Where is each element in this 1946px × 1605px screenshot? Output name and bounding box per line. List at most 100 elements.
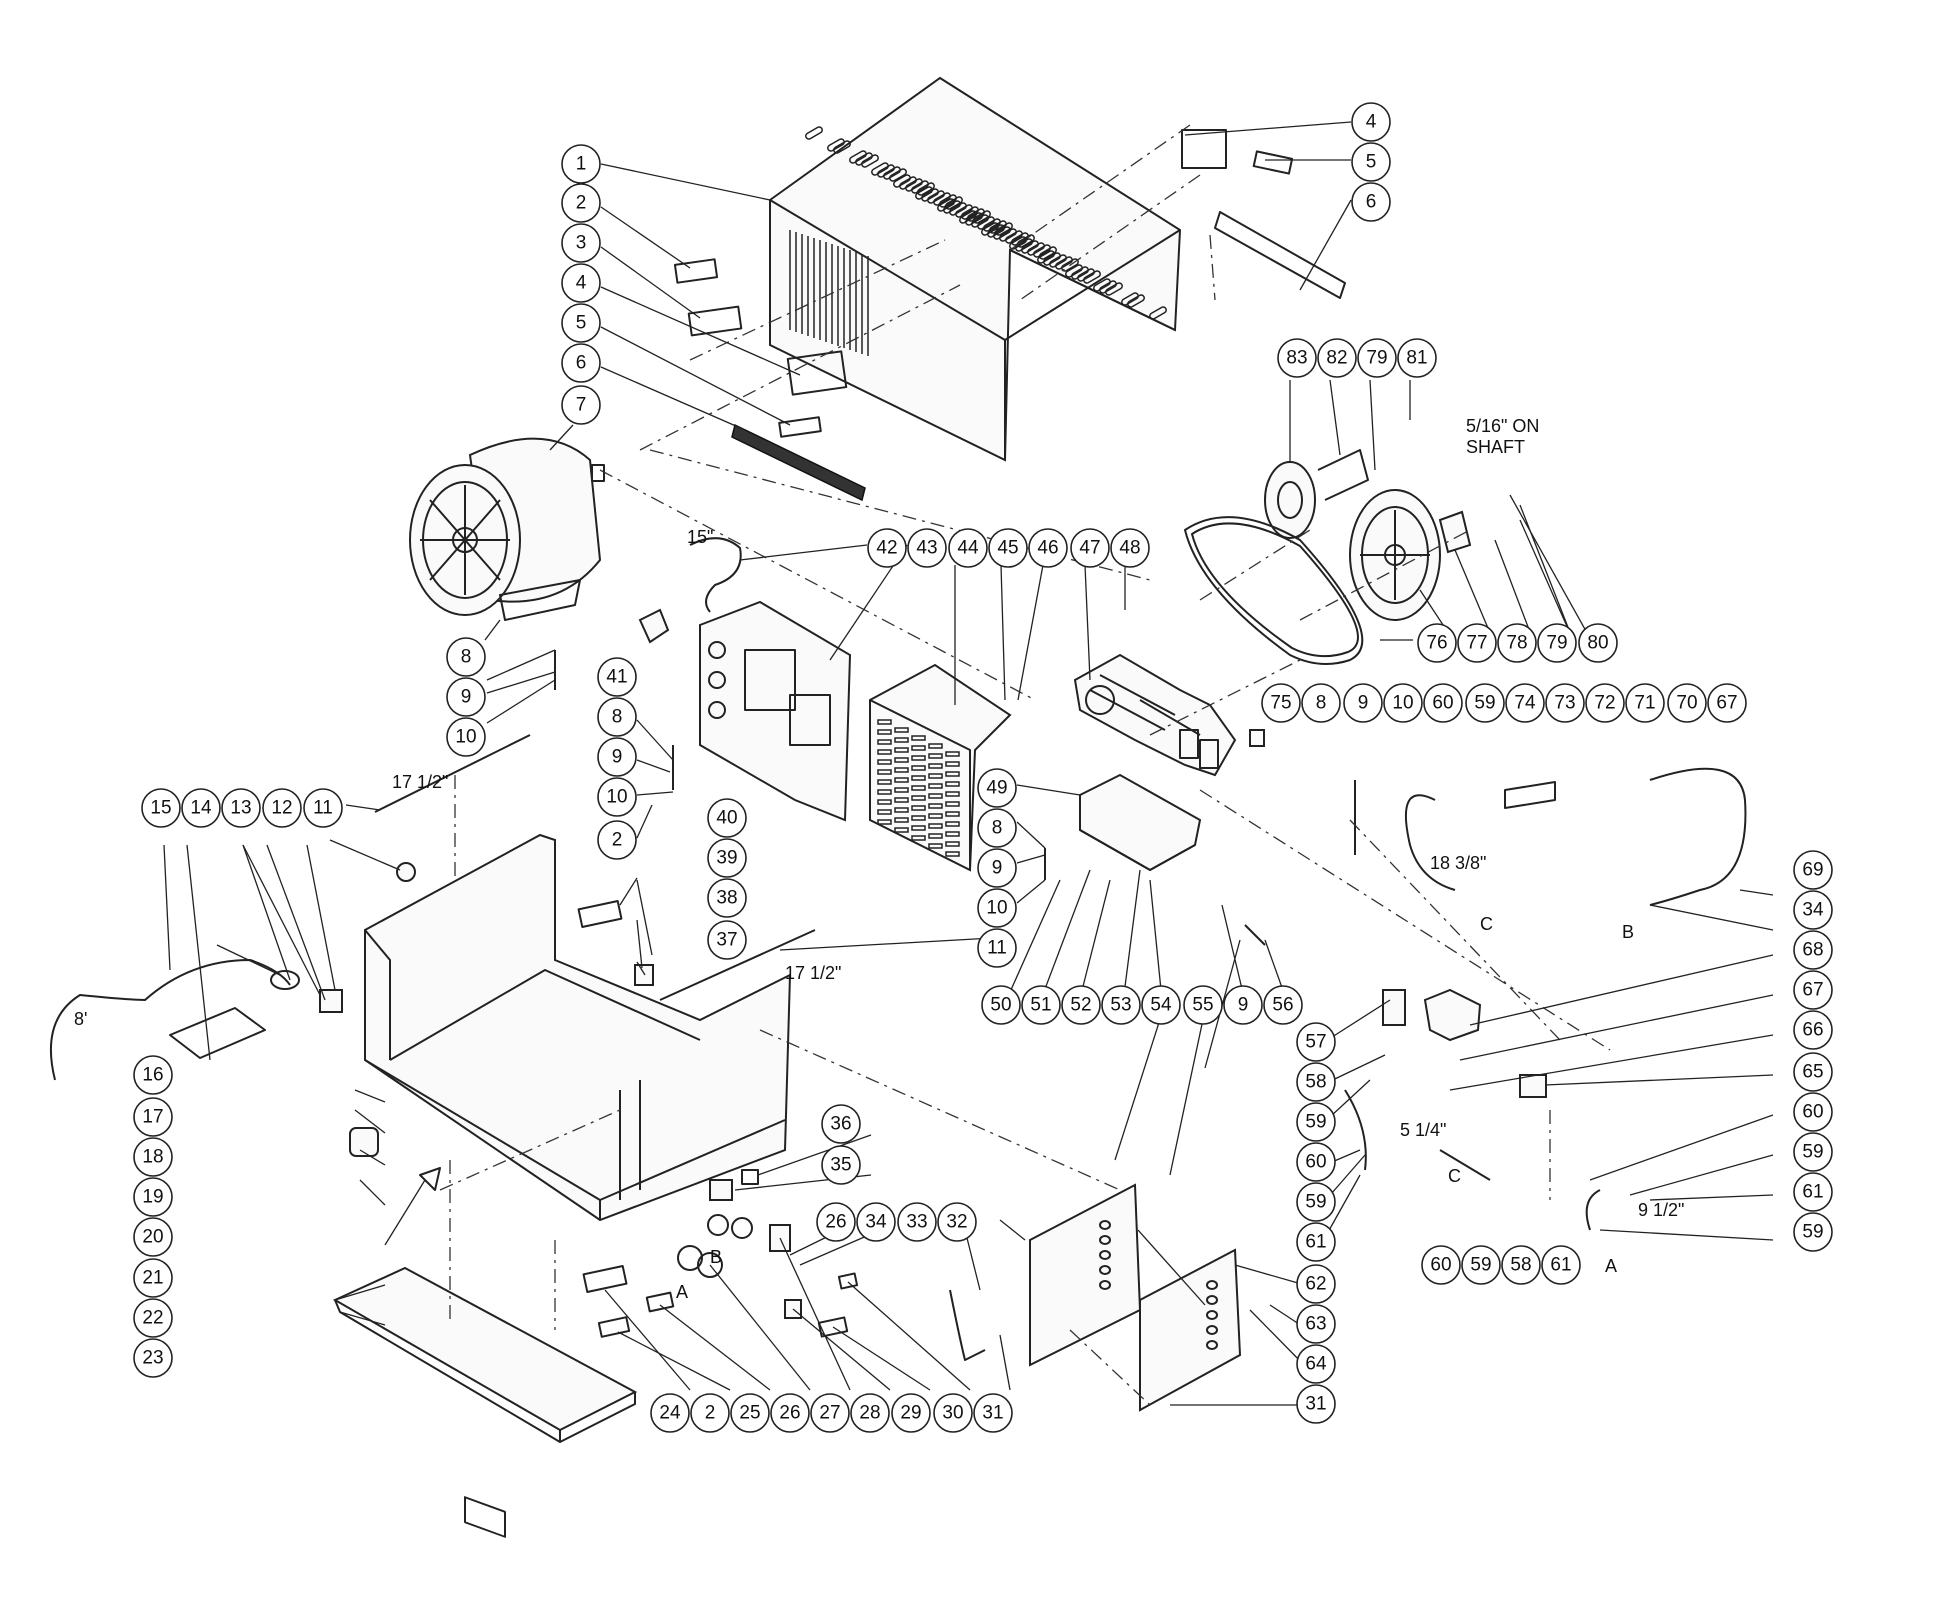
callout-number: 51: [1030, 995, 1051, 1016]
grille-slot: [894, 787, 909, 793]
callout-circle: [303, 788, 343, 828]
callout-number: 29: [900, 1403, 921, 1424]
callout-number: 6: [1366, 192, 1377, 213]
callout-number: 79: [1366, 348, 1387, 369]
callout-number: 61: [1802, 1182, 1823, 1203]
cover-slot: [805, 126, 823, 140]
callout-circle: [1793, 1212, 1833, 1252]
callout-number: 70: [1676, 693, 1697, 714]
callout-16: 16: [133, 1055, 173, 1095]
bottom-plate: [332, 1266, 638, 1538]
callout-circle: [561, 385, 601, 425]
decal-5-back: [1252, 150, 1294, 175]
callout-circle: [937, 1202, 977, 1242]
callout-19: 19: [133, 1177, 173, 1217]
grille-slot: [911, 735, 926, 741]
grille-slot: [894, 827, 909, 833]
switch-35: [709, 1179, 733, 1201]
callout-circle: [1497, 623, 1537, 663]
callout-number: 24: [659, 1403, 681, 1424]
callout-number: 35: [830, 1155, 851, 1176]
panel-port: [1206, 1310, 1218, 1320]
cover-slot: [1021, 240, 1039, 254]
callout-20: 20: [133, 1217, 173, 1257]
grille-slot: [911, 755, 926, 761]
panel-port: [1099, 1265, 1111, 1275]
grille-slot: [945, 791, 960, 797]
grille-slot: [894, 817, 909, 823]
callout-10: 10: [1383, 683, 1423, 723]
callout-circle: [561, 303, 601, 343]
grille-slot: [877, 809, 892, 815]
callout-number: 60: [1432, 693, 1453, 714]
callout-number: 79: [1546, 633, 1567, 654]
grille-slot: [911, 805, 926, 811]
callout-23: 23: [133, 1338, 173, 1378]
callout-60: 60: [1793, 1092, 1833, 1132]
callout-number: 56: [1272, 995, 1293, 1016]
panel-port: [1206, 1280, 1218, 1290]
callout-circle: [988, 528, 1028, 568]
callout-number: 17: [142, 1107, 163, 1128]
callout-number: 16: [142, 1065, 163, 1086]
callout-circle: [1183, 985, 1223, 1025]
callout-circle: [707, 878, 747, 918]
callout-number: 44: [957, 538, 979, 559]
callout-number: 59: [1474, 693, 1495, 714]
panel-port: [1206, 1340, 1218, 1350]
callout-circle: [1667, 683, 1707, 723]
cover-slot: [917, 182, 935, 196]
callout-number: 34: [1802, 900, 1824, 921]
note-len-8ft: 8': [74, 1009, 87, 1029]
grille-slot: [945, 771, 960, 777]
callout-56: 56: [1263, 985, 1303, 1025]
callout-50: 50: [981, 985, 1021, 1025]
grille-slot: [928, 833, 943, 839]
callout-circle: [1101, 985, 1141, 1025]
cover-slot: [977, 216, 995, 230]
pump-base-plate: [1079, 773, 1202, 872]
callout-circle: [891, 1393, 931, 1433]
callout-number: 28: [859, 1403, 880, 1424]
callout-63: 63: [1296, 1304, 1336, 1344]
cover-slot: [911, 180, 929, 194]
callout-60: 60: [1421, 1245, 1461, 1285]
cover-slot: [955, 204, 973, 218]
grille-slot: [945, 831, 960, 837]
decal-6-front: [731, 423, 866, 502]
callout-circle: [821, 1104, 861, 1144]
decal-36: [741, 1169, 759, 1185]
callout-circle: [1296, 1264, 1336, 1304]
callout-73: 73: [1545, 683, 1585, 723]
callout-3: 3: [561, 223, 601, 263]
callout-67: 67: [1707, 683, 1747, 723]
callout-number: 41: [606, 667, 627, 688]
callout-circle: [907, 528, 947, 568]
callout-number: 4: [1366, 112, 1377, 133]
callout-circle: [1397, 338, 1437, 378]
callout-number: 49: [986, 778, 1007, 799]
grille-slot: [894, 777, 909, 783]
callout-circle: [1296, 1102, 1336, 1142]
callout-number: 20: [142, 1227, 163, 1248]
grille-slot: [928, 753, 943, 759]
callout-number: 61: [1550, 1255, 1571, 1276]
callout-number: 36: [830, 1114, 851, 1135]
callout-58: 58: [1296, 1062, 1336, 1102]
callout-circle: [1707, 683, 1747, 723]
callout-number: 60: [1305, 1152, 1326, 1173]
callout-number: 73: [1554, 693, 1575, 714]
callout-9: 9: [1223, 985, 1263, 1025]
callout-number: 37: [716, 930, 737, 951]
rubber-foot: [349, 1127, 379, 1157]
grille-slot: [877, 799, 892, 805]
callout-number: 11: [987, 938, 1007, 959]
grille-slot: [894, 757, 909, 763]
mark-a-bulkhead: A: [676, 1282, 688, 1302]
callout-circle: [897, 1202, 937, 1242]
cover-slot: [995, 222, 1013, 236]
cover-slot: [973, 210, 991, 224]
callout-59: 59: [1461, 1245, 1501, 1285]
